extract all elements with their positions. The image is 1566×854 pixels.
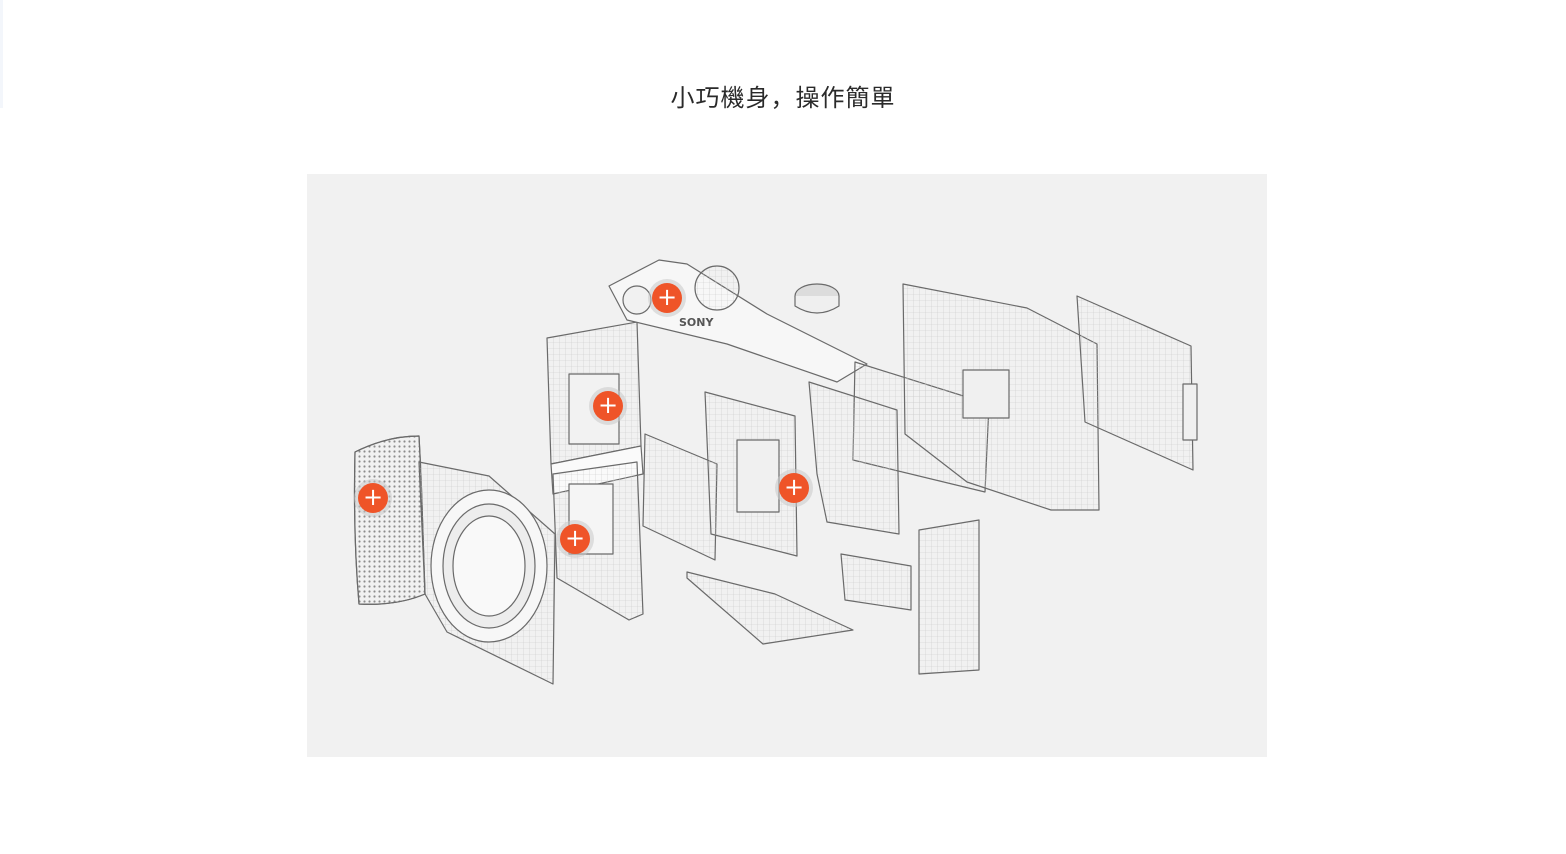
hotspot-grip[interactable]: + bbox=[358, 483, 388, 513]
battery-door-part bbox=[918, 519, 980, 675]
hotspot-top-plate[interactable]: + bbox=[652, 283, 682, 313]
bottom-plate-part bbox=[686, 571, 854, 645]
plus-icon: + bbox=[362, 483, 384, 511]
camera-exploded-drawing: SONY bbox=[353, 259, 1198, 685]
hotspot-battery-chassis[interactable]: + bbox=[593, 391, 623, 421]
grip-part bbox=[353, 435, 426, 605]
connector-part bbox=[840, 553, 912, 611]
hotspot-sensor-assembly[interactable]: + bbox=[779, 473, 809, 503]
plus-icon: + bbox=[656, 283, 678, 311]
plus-icon: + bbox=[783, 473, 805, 501]
top-plate-part bbox=[608, 259, 868, 383]
plus-icon: + bbox=[564, 524, 586, 552]
left-edge-strip bbox=[0, 0, 3, 108]
exploded-camera-illustration: SONY + + + + + bbox=[307, 174, 1267, 757]
brand-text: SONY bbox=[679, 316, 714, 329]
page-title: 小巧機身，操作簡單 bbox=[670, 84, 896, 112]
hotspot-frame[interactable]: + bbox=[560, 524, 590, 554]
rear-screen-part bbox=[1076, 295, 1194, 471]
plus-icon: + bbox=[597, 391, 619, 419]
lcd-panel-part bbox=[642, 433, 718, 561]
